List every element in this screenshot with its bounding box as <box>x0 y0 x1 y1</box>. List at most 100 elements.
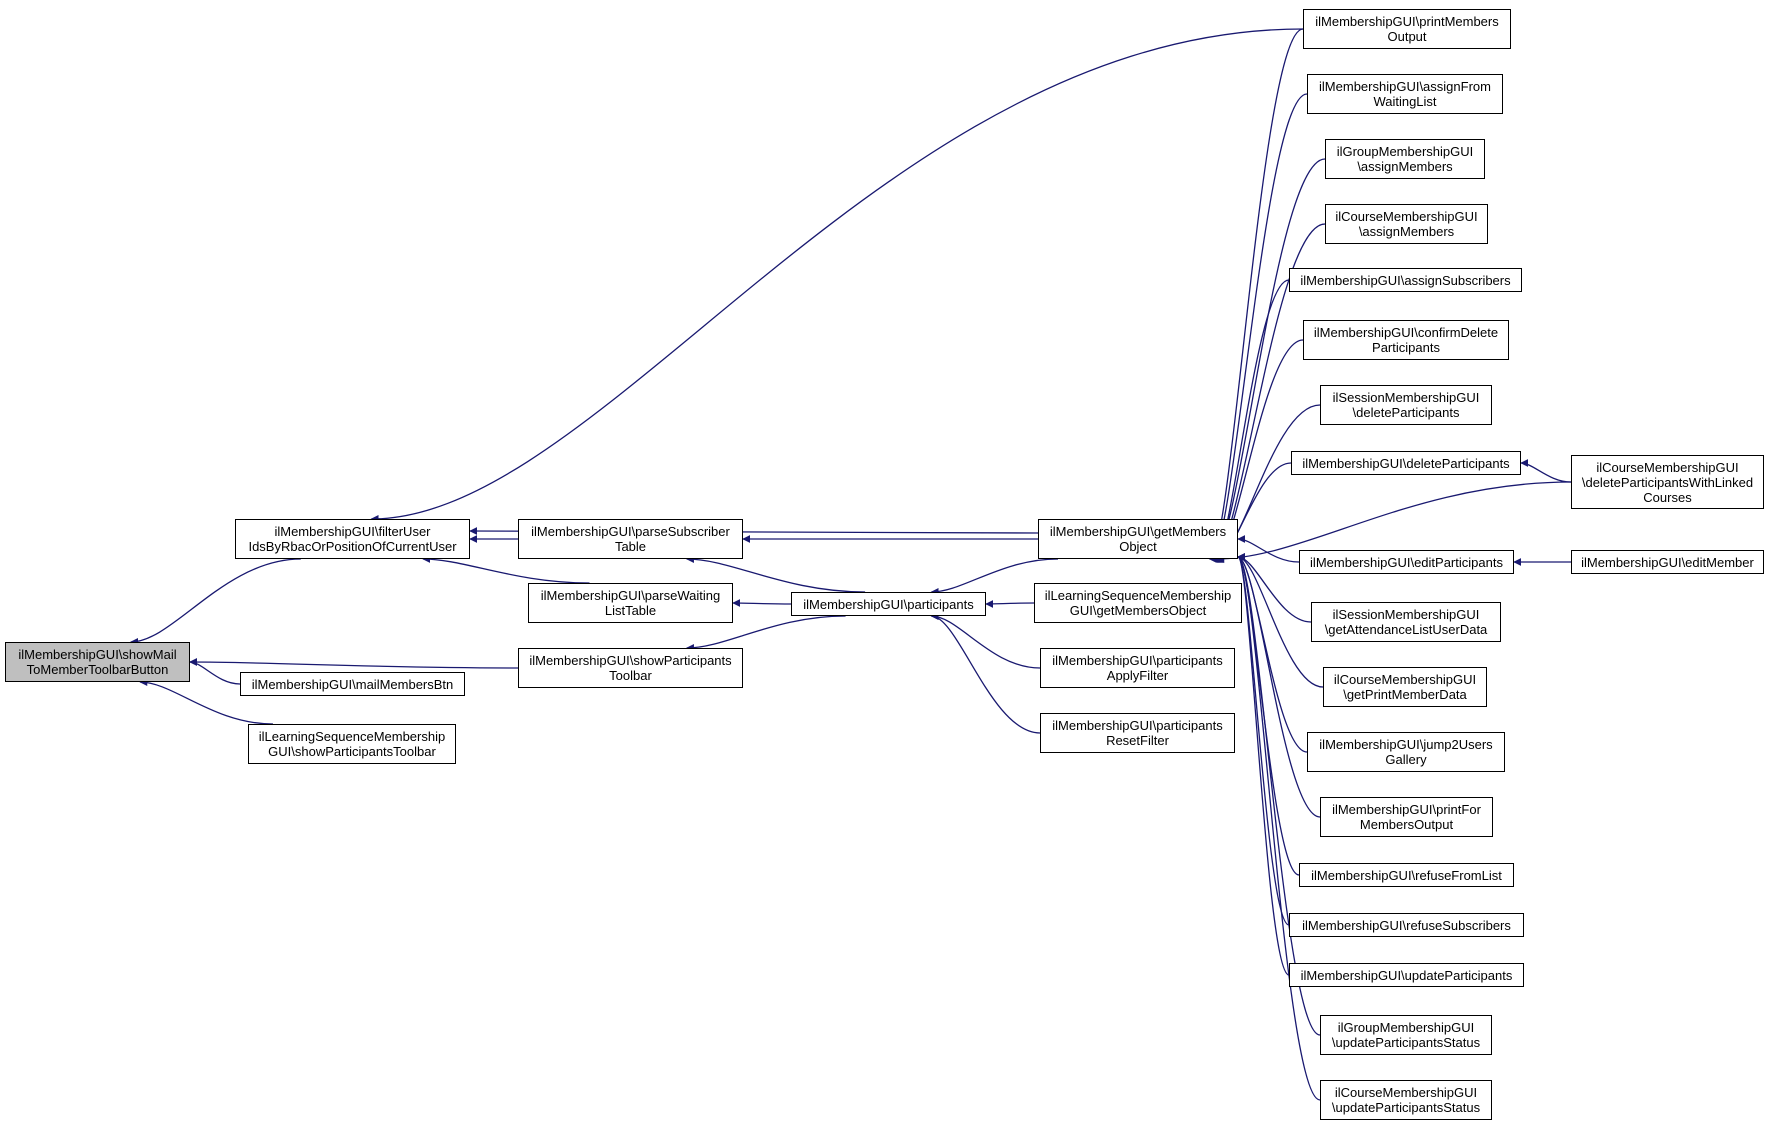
edge-showToolbar-to-root <box>189 658 519 669</box>
node-label-line: ApplyFilter <box>1106 668 1169 683</box>
node-edit-member[interactable]: ilMembershipGUI\editMember <box>1571 550 1764 574</box>
node-label-line: ilMembershipGUI\editParticipants <box>1310 554 1503 570</box>
node-crs-delete-linked[interactable]: ilCourseMembershipGUI\deleteParticipants… <box>1571 455 1764 509</box>
node-label-line: ilCourseMembershipGUI <box>1596 459 1739 475</box>
node-label-line: Participants <box>1372 340 1440 355</box>
node-crs-update[interactable]: ilCourseMembershipGUI\updateParticipants… <box>1320 1080 1492 1120</box>
node-label-line: ilSessionMembershipGUI <box>1332 607 1480 622</box>
edge-crsUpdate-to-getMembers <box>1237 553 1321 1101</box>
node-delete-part[interactable]: ilMembershipGUI\deleteParticipants <box>1291 451 1521 475</box>
node-label-line: MembersOutput <box>1359 817 1454 832</box>
edge-applyFilter-to-participants <box>930 612 1041 669</box>
node-label-line: Toolbar <box>609 668 652 683</box>
node-label-line: ilMembershipGUI\updateParticipants <box>1300 967 1513 983</box>
node-label-line: ilMembershipGUI\deleteParticipants <box>1302 455 1510 471</box>
node-sess-attendance[interactable]: ilSessionMembershipGUI\getAttendanceList… <box>1311 602 1501 642</box>
node-label-line: GUI\showParticipantsToolbar <box>268 744 436 759</box>
node-label-line: ilSessionMembershipGUI <box>1332 390 1480 405</box>
node-label-line: ilCourseMembershipGUI <box>1333 672 1477 687</box>
node-label-line: ilMembershipGUI\confirmDelete <box>1313 325 1499 340</box>
node-label-line: Output <box>1387 29 1427 44</box>
node-participants[interactable]: ilMembershipGUI\participants <box>791 592 986 616</box>
node-label-line: ilMembershipGUI\participants <box>803 596 974 612</box>
node-crs-assign[interactable]: ilCourseMembershipGUI\assignMembers <box>1325 204 1488 244</box>
node-label-line: ilGroupMembershipGUI <box>1336 144 1474 159</box>
edge-lsShowToolbar-to-root <box>139 678 273 725</box>
node-label-line: Courses <box>1643 489 1692 505</box>
node-label-line: ilLearningSequenceMembership <box>1044 588 1232 603</box>
node-label-line: ilMembershipGUI\refuseFromList <box>1311 867 1502 883</box>
node-label-line: GUI\getMembersObject <box>1069 603 1207 618</box>
node-label-line: ilMembershipGUI\parseWaiting <box>540 588 721 603</box>
node-refuse-list[interactable]: ilMembershipGUI\refuseFromList <box>1299 863 1514 887</box>
edge-participants-to-showToolbar <box>685 615 846 652</box>
edge-crsPrintData-to-getMembers <box>1237 553 1324 688</box>
node-label-line: ilMembershipGUI\showParticipants <box>529 653 732 668</box>
node-label-line: ilMembershipGUI\mailMembersBtn <box>251 676 454 692</box>
edge-updatePart-to-getMembers <box>1237 553 1290 976</box>
node-label-line: ToMemberToolbarButton <box>26 662 169 677</box>
node-assign-subs[interactable]: ilMembershipGUI\assignSubscribers <box>1289 268 1522 292</box>
node-label-line: ilMembershipGUI\printFor <box>1332 802 1481 817</box>
node-label-line: \deleteParticipants <box>1352 405 1460 420</box>
node-grp-update[interactable]: ilGroupMembershipGUI\updateParticipantsS… <box>1320 1015 1492 1055</box>
edge-mailMembersBtn-to-root <box>189 658 241 685</box>
edge-assignFromWL-to-getMembers <box>1209 93 1308 563</box>
edge-filterUser-to-root <box>130 558 301 646</box>
node-crs-print-data[interactable]: ilCourseMembershipGUI\getPrintMemberData <box>1323 667 1487 707</box>
edge-getMembers-to-participants <box>930 558 1059 596</box>
node-label-line: \getAttendanceListUserData <box>1324 622 1488 637</box>
node-label-line: \updateParticipantsStatus <box>1331 1100 1481 1115</box>
node-sess-delete[interactable]: ilSessionMembershipGUI\deleteParticipant… <box>1320 385 1492 425</box>
node-label-line: Object <box>1119 539 1157 554</box>
node-label-line: \deleteParticipantsWithLinked <box>1581 474 1754 490</box>
node-label-line: ilMembershipGUI\assignFrom <box>1319 79 1491 94</box>
edge-lsGetMembers-to-participants <box>985 599 1035 608</box>
node-refuse-subs[interactable]: ilMembershipGUI\refuseSubscribers <box>1289 913 1524 937</box>
node-label-line: ilMembershipGUI\refuseSubscribers <box>1302 917 1511 933</box>
node-label-line: ilLearningSequenceMembership <box>258 729 446 744</box>
edge-resetFilter-to-participants <box>930 612 1041 734</box>
edge-editPart-to-getMembers <box>1237 535 1300 563</box>
node-grp-assign[interactable]: ilGroupMembershipGUI\assignMembers <box>1325 139 1485 179</box>
node-label-line: Gallery <box>1385 752 1427 767</box>
node-update-part[interactable]: ilMembershipGUI\updateParticipants <box>1289 963 1524 987</box>
node-label-line: ResetFilter <box>1106 733 1169 748</box>
node-label-line: \assignMembers <box>1358 224 1455 239</box>
node-label-line: ilMembershipGUI\participants <box>1052 718 1223 733</box>
node-mail-members-btn[interactable]: ilMembershipGUI\mailMembersBtn <box>240 672 465 696</box>
edge-participants-to-parseSubscriber <box>685 555 866 593</box>
edge-crsDeleteLinked-to-getMembers <box>1216 481 1572 563</box>
node-label-line: WaitingList <box>1373 94 1437 109</box>
edge-printMembers-to-filterUser <box>370 28 1304 523</box>
node-label-line: ilMembershipGUI\getMembers <box>1049 524 1227 539</box>
edge-jump2-to-getMembers <box>1237 553 1308 753</box>
node-label-line: ilMembershipGUI\showMail <box>18 647 177 662</box>
edge-participants-to-parseWaiting <box>732 599 792 608</box>
edge-printFor-to-getMembers <box>1237 553 1321 818</box>
node-label-line: \updateParticipantsStatus <box>1331 1035 1481 1050</box>
node-label-line: ilMembershipGUI\editMember <box>1581 554 1754 570</box>
node-label-line: \getPrintMemberData <box>1343 687 1467 702</box>
node-label-line: ilMembershipGUI\assignSubscribers <box>1300 272 1511 288</box>
node-edit-part[interactable]: ilMembershipGUI\editParticipants <box>1299 550 1514 574</box>
node-label-line: ilMembershipGUI\jump2Users <box>1319 737 1493 752</box>
node-label-line: Table <box>614 539 647 554</box>
node-label-line: ilMembershipGUI\printMembers <box>1315 14 1499 29</box>
node-label-line: IdsByRbacOrPositionOfCurrentUser <box>248 539 457 554</box>
